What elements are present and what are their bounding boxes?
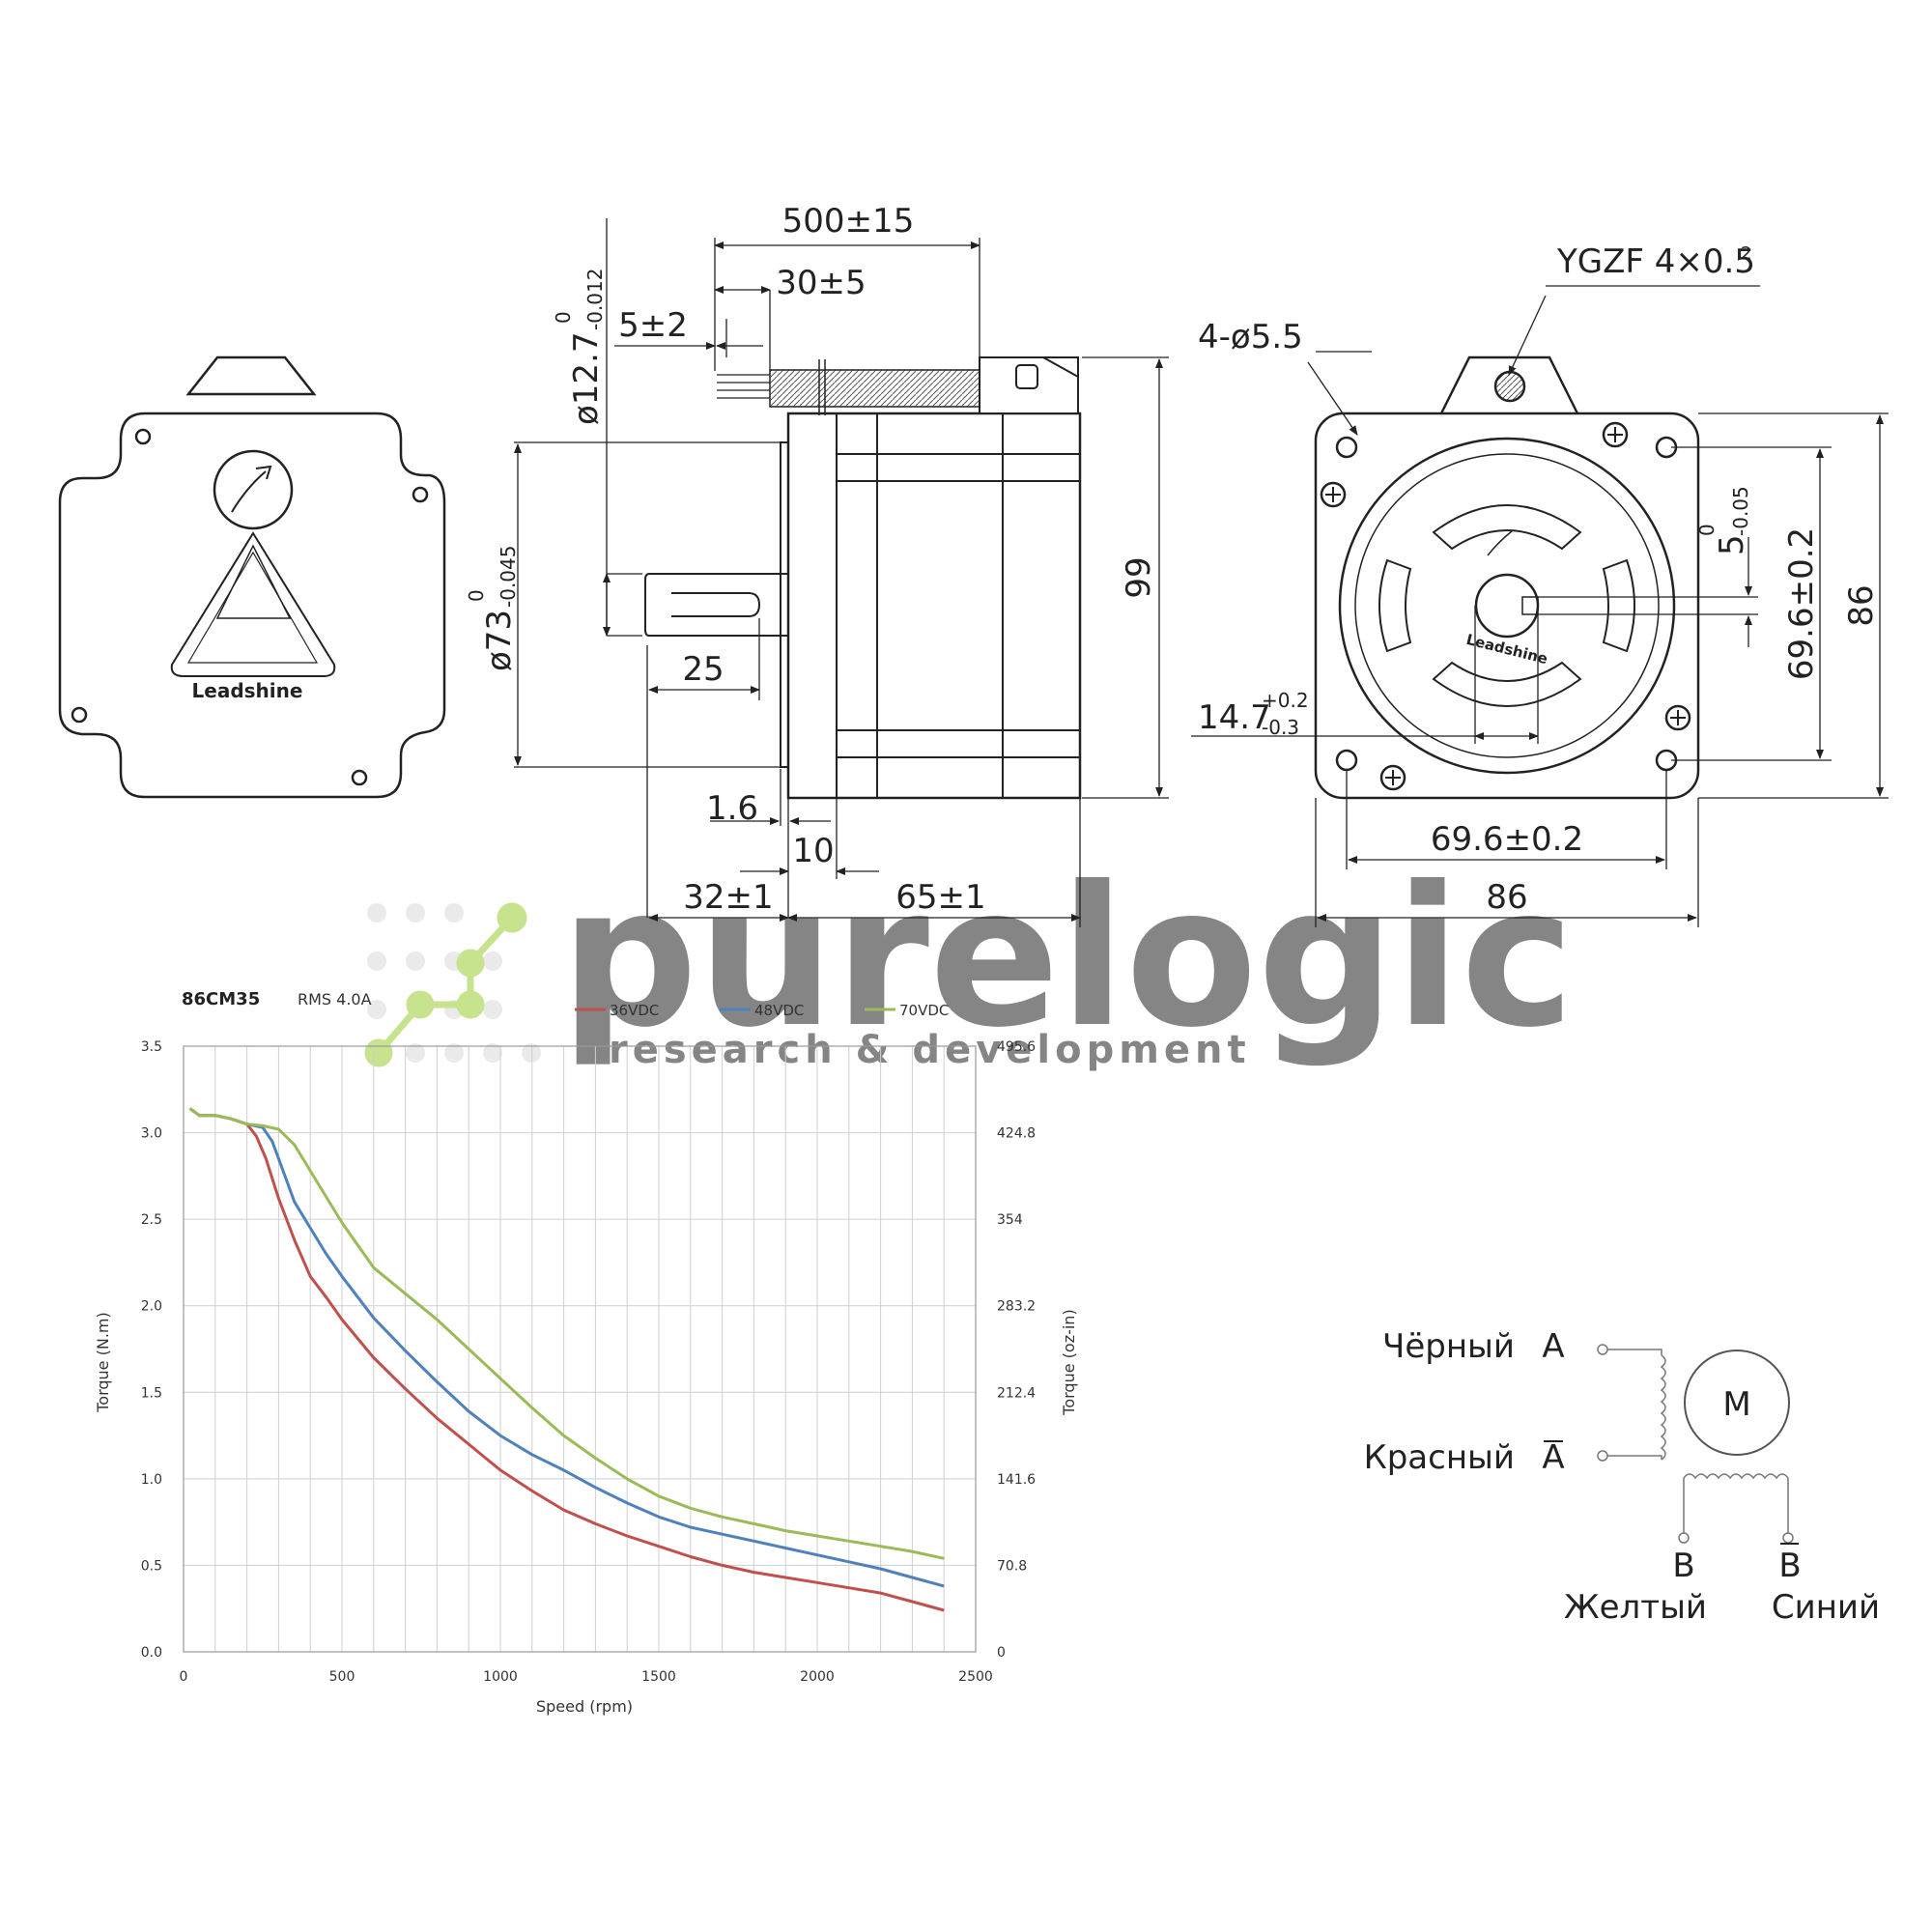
y2-tick-label: 354: [997, 1212, 1023, 1228]
dim-flat-tol-plus: +0.2: [1262, 689, 1309, 712]
y2-tick-label: 141.6: [997, 1472, 1036, 1488]
y2-tick-label: 283.2: [997, 1299, 1036, 1315]
dim-cable-length: 500±15: [782, 202, 915, 241]
chart-subtitle: RMS 4.0A: [298, 990, 372, 1009]
dim-flat-tol-minus: -0.3: [1262, 716, 1299, 739]
plot-frame: [183, 1045, 977, 1653]
dim-flat-depth: 5: [1713, 534, 1751, 555]
chart-legend: 36VDC 48VDC 70VDC: [575, 1002, 949, 1019]
watermark-dots: [367, 903, 541, 1063]
dim-flat-dist: 14.7: [1198, 698, 1271, 737]
phase-a-bar-label: A: [1542, 1438, 1564, 1477]
wire-black-label: Чёрный: [1382, 1327, 1515, 1366]
side-dimension-lines: [514, 218, 1169, 927]
dim-wire-strip: 5±2: [618, 306, 688, 345]
x-tick-label: 500: [329, 1669, 355, 1685]
dim-hole-spacing-h: 69.6±0.2: [1431, 820, 1583, 859]
dim-shaft-dia: ø12.7: [567, 331, 606, 425]
wiring-diagram: [1544, 1344, 1799, 1545]
dim-shaft-length: 32±1: [683, 878, 773, 917]
dim-pilot-depth: 10: [792, 832, 834, 870]
y2-tick-label: 0: [997, 1645, 1006, 1661]
series-line-36VDC: [188, 1107, 945, 1612]
y-tick-label: 1.0: [141, 1472, 162, 1488]
chart-xlabel: Speed (rpm): [536, 1697, 633, 1716]
dim-pilot-tol-upper: 0: [465, 589, 488, 602]
torque-chart: 86CM35 RMS 4.0A 36VDC 48VDC 70VDC 0 500 1000…: [94, 989, 1078, 1716]
x-tick-label: 2000: [800, 1669, 835, 1685]
watermark-brand: purelogic: [560, 845, 1575, 1070]
x-tick-label: 2500: [958, 1669, 993, 1685]
dim-strip-length: 30±5: [776, 264, 866, 302]
legend-label: 48VDC: [754, 1002, 804, 1019]
chart-ticks: 0 500 1000 1500 2000 2500 0.0 0.5 1.0 1.5 2.0 2.5 3.…: [141, 1039, 1036, 1685]
wire-yellow-label: Желтый: [1564, 1588, 1707, 1627]
y-tick-label: 1.5: [141, 1385, 162, 1401]
dim-flat-tol-upper: 0: [1695, 524, 1719, 536]
watermark-logo-icon: [364, 902, 527, 1067]
y-tick-label: 0.5: [141, 1558, 162, 1574]
dim-height: 99: [1120, 556, 1158, 598]
dim-shaft-tol-upper: 0: [552, 311, 575, 324]
y-tick-label: 3.0: [141, 1126, 162, 1142]
dim-cable-sup: 2: [1741, 243, 1751, 264]
front-dimension-lines: [1191, 285, 1889, 927]
chart-title: 86CM35: [182, 989, 260, 1009]
legend-label: 36VDC: [610, 1002, 659, 1019]
x-tick-label: 0: [180, 1669, 188, 1685]
x-tick-label: 1500: [641, 1669, 676, 1685]
y-tick-label: 0.0: [141, 1645, 162, 1661]
y-tick-label: 2.5: [141, 1212, 162, 1228]
chart-ylabel: Torque (N.m): [94, 1312, 112, 1413]
rear-view: [58, 355, 446, 799]
dim-shaft-tol-lower: -0.012: [583, 269, 607, 330]
wire-red-label: Красный: [1364, 1438, 1515, 1477]
chart-grid: [183, 1045, 977, 1653]
y-tick-label: 3.5: [141, 1039, 162, 1055]
dim-pilot-dia: ø73: [480, 610, 519, 671]
y-tick-label: 2.0: [141, 1299, 162, 1315]
legend-label: 70VDC: [899, 1002, 949, 1019]
dim-frame-v: 86: [1842, 584, 1881, 626]
dim-pilot-tol-lower: -0.045: [497, 546, 520, 608]
y2-tick-label: 212.4: [997, 1385, 1036, 1401]
dim-hole-spacing-v: 69.6±0.2: [1782, 527, 1821, 680]
y2-tick-label: 424.8: [997, 1126, 1036, 1142]
motor-symbol-label: M: [1722, 1385, 1750, 1424]
front-view: [1314, 355, 1700, 800]
series-line-70VDC: [188, 1107, 945, 1560]
wire-blue-label: Синий: [1772, 1588, 1880, 1627]
series-line-48VDC: [188, 1107, 945, 1588]
dim-cable-type: YGZF 4×0.5: [1556, 242, 1755, 281]
dim-flange-thick: 1.6: [706, 789, 758, 828]
y2-tick-label: 70.8: [997, 1558, 1027, 1574]
x-tick-label: 1000: [483, 1669, 518, 1685]
side-view: [644, 356, 1082, 800]
dim-holes: 4-ø5.5: [1198, 318, 1303, 356]
phase-a-label: A: [1542, 1327, 1564, 1366]
y2-tick-label: 495.6: [997, 1039, 1036, 1055]
dim-key-length: 25: [682, 650, 724, 689]
dim-flat-tol-lower: -0.05: [1729, 486, 1752, 536]
watermark: purelogic research & development: [364, 845, 1575, 1072]
rear-logo-text: Leadshine: [192, 679, 303, 702]
phase-b-label: B: [1672, 1547, 1694, 1585]
watermark-tagline: research & development: [609, 1028, 1251, 1072]
dim-frame-h: 86: [1486, 878, 1527, 917]
chart-y2label: Torque (oz-in): [1060, 1309, 1078, 1415]
chart-series: [188, 1107, 945, 1612]
phase-b-bar-label: B: [1778, 1547, 1801, 1585]
dim-body-length: 65±1: [895, 878, 985, 917]
